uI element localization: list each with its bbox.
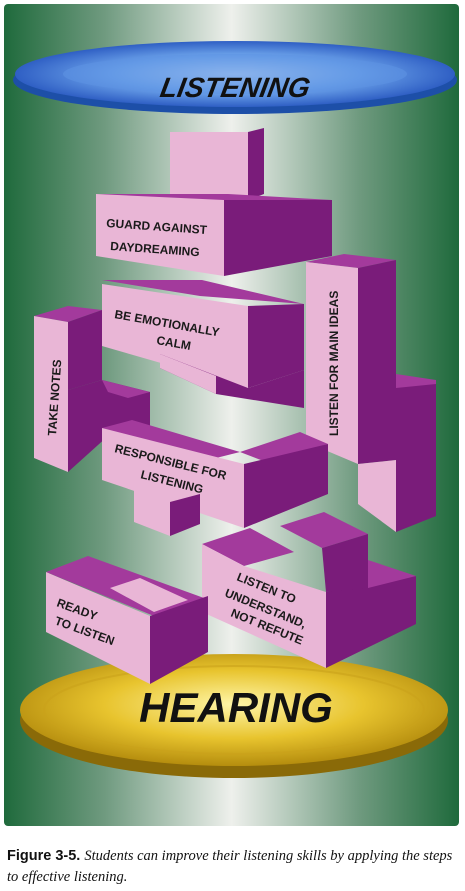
block-understand: LISTEN TO UNDERSTAND, NOT REFUTE bbox=[202, 512, 416, 668]
block-ready-to-listen: READY TO LISTEN bbox=[46, 556, 208, 684]
main-ideas-label: LISTEN FOR MAIN IDEAS bbox=[327, 291, 341, 436]
take-notes-label: TAKE NOTES bbox=[45, 359, 64, 436]
figure-panel: LISTENING HEARING GUARD AGAINST DAYDREAM… bbox=[4, 4, 459, 826]
listening-diagram: LISTENING HEARING GUARD AGAINST DAYDREAM… bbox=[4, 4, 459, 826]
guard-label-line2: DAYDREAMING bbox=[110, 239, 200, 259]
emotional-label-line2: CALM bbox=[155, 333, 192, 353]
hearing-label: HEARING bbox=[139, 684, 333, 731]
block-responsible: RESPONSIBLE FOR LISTENING bbox=[102, 420, 328, 536]
listening-label: LISTENING bbox=[158, 71, 313, 103]
hearing-disc: HEARING bbox=[20, 654, 448, 778]
block-take-notes: TAKE NOTES bbox=[34, 306, 150, 472]
block-main-ideas: LISTEN FOR MAIN IDEAS bbox=[306, 254, 436, 532]
block-guard-daydreaming: GUARD AGAINST DAYDREAMING bbox=[96, 128, 332, 276]
block-emotionally-calm: BE EMOTIONALLY CALM bbox=[102, 280, 304, 408]
caption-number: Figure 3-5. bbox=[7, 848, 81, 864]
figure-caption: Figure 3-5. Students can improve their l… bbox=[7, 846, 459, 888]
caption-text: Students can improve their listening ski… bbox=[7, 848, 453, 885]
listening-disc: LISTENING bbox=[13, 41, 457, 114]
